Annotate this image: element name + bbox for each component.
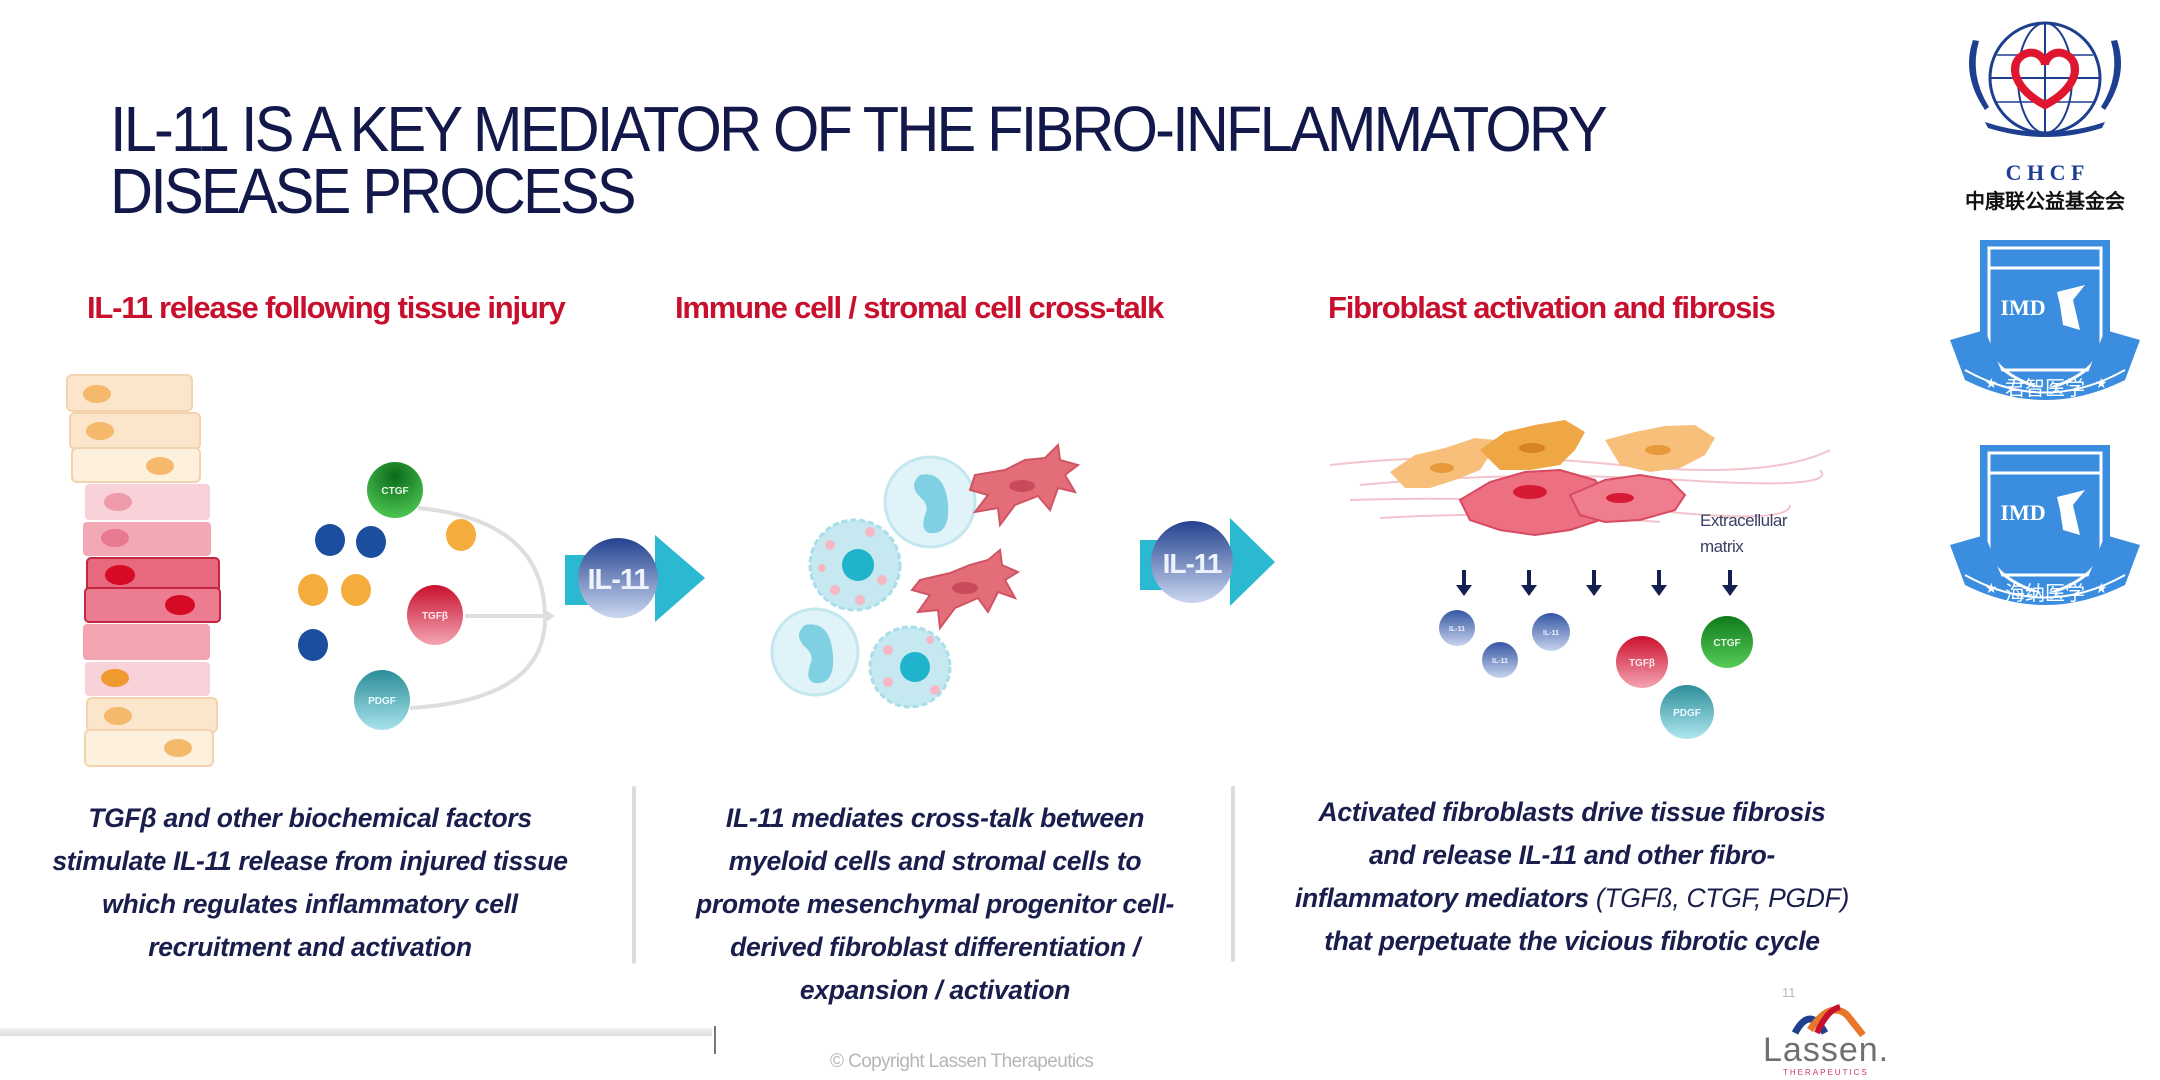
tgfb-molecule: TGFβ bbox=[407, 585, 463, 645]
tissue-column bbox=[66, 374, 221, 767]
svg-text:IL-11: IL-11 bbox=[1492, 658, 1508, 665]
ctgf-molecule: CTGF bbox=[1701, 616, 1753, 668]
svg-text:PDGF: PDGF bbox=[368, 696, 396, 707]
svg-text:★: ★ bbox=[2095, 580, 2108, 596]
svg-text:IMD: IMD bbox=[2000, 295, 2045, 320]
copyright-text: © Copyright Lassen Therapeutics bbox=[830, 1051, 1094, 1072]
il11-arrow: IL-11 bbox=[565, 535, 705, 622]
tgfb-molecule: TGFβ bbox=[1616, 636, 1668, 688]
stromal-cell bbox=[910, 548, 1021, 631]
svg-text:★: ★ bbox=[1985, 375, 1998, 391]
svg-text:TGFβ: TGFβ bbox=[1629, 658, 1655, 669]
svg-text:Lassen.: Lassen. bbox=[1763, 1031, 1889, 1069]
fibroblast-activated-red bbox=[1458, 468, 1687, 537]
cross-talk-illustration: IL-11 bbox=[770, 442, 1275, 709]
svg-text:IL-11: IL-11 bbox=[1543, 630, 1559, 637]
svg-text:PDGF: PDGF bbox=[1673, 708, 1701, 719]
svg-text:IL-11: IL-11 bbox=[1163, 548, 1222, 579]
small-molecules bbox=[298, 519, 476, 661]
svg-text:中康联公益基金会: 中康联公益基金会 bbox=[1965, 189, 2125, 213]
svg-text:IL-11: IL-11 bbox=[1449, 626, 1465, 633]
footer-tick bbox=[714, 1026, 716, 1054]
heading-tissue-injury: IL-11 release following tissue injury bbox=[87, 290, 566, 325]
svg-text:海纳医学: 海纳医学 bbox=[2005, 582, 2085, 605]
svg-text:★: ★ bbox=[2095, 375, 2108, 391]
pdgf-molecule: PDGF bbox=[1660, 685, 1714, 739]
title-line-2: DISEASE PROCESS bbox=[110, 155, 637, 227]
title-line-1: IL-11 IS A KEY MEDIATOR OF THE FIBRO-INF… bbox=[110, 93, 1608, 165]
svg-text:THERAPEUTICS: THERAPEUTICS bbox=[1783, 1068, 1869, 1077]
slide-title: IL-11 IS A KEY MEDIATOR OF THE FIBRO-INF… bbox=[110, 93, 1608, 227]
svg-text:CTGF: CTGF bbox=[1713, 638, 1740, 649]
svg-text:CTGF: CTGF bbox=[381, 486, 408, 497]
caption-cross-talk: IL-11 mediates cross-talk between myeloi… bbox=[695, 803, 1175, 1005]
heading-cross-talk: Immune cell / stromal cell cross-talk bbox=[675, 290, 1164, 325]
stromal-cell bbox=[968, 442, 1081, 528]
granulocyte bbox=[868, 625, 952, 709]
column-divider bbox=[632, 786, 636, 964]
il11-arrow: IL-11 bbox=[1140, 518, 1275, 606]
page-number: 11 bbox=[1782, 985, 1796, 1000]
column-divider bbox=[1231, 786, 1235, 962]
svg-text:IL-11: IL-11 bbox=[587, 564, 649, 596]
chcf-logo: C H C F 中康联公益基金会 bbox=[1965, 21, 2125, 213]
caption-tissue-injury: TGFβ and other biochemical factors stimu… bbox=[52, 803, 568, 962]
lassen-logo: Lassen. THERAPEUTICS bbox=[1763, 1004, 1889, 1077]
svg-text:★: ★ bbox=[1985, 580, 1998, 596]
tissue-injury-illustration: CTGF TGFβ PDGF IL-11 bbox=[66, 374, 705, 767]
heading-fibroblast-activation: Fibroblast activation and fibrosis bbox=[1328, 290, 1776, 325]
footer-bar bbox=[0, 1028, 712, 1036]
myeloid-cell bbox=[770, 607, 860, 697]
granulocyte bbox=[808, 518, 902, 612]
extracellular-matrix-label: Extracellular matrix bbox=[1700, 511, 1788, 556]
fibroblast-illustration: IL-11 IL-11 IL-11 TGFβ CTGF PDGF bbox=[1329, 420, 1831, 739]
fibroblast-orange bbox=[1390, 420, 1715, 488]
svg-text:C H C F: C H C F bbox=[2006, 160, 2085, 185]
myeloid-cell bbox=[883, 455, 977, 549]
svg-text:君智医学: 君智医学 bbox=[2005, 377, 2085, 400]
svg-text:IMD: IMD bbox=[2000, 500, 2045, 525]
down-arrows bbox=[1456, 570, 1738, 596]
ctgf-molecule: CTGF bbox=[367, 462, 423, 518]
imd-haina-logo: IMD 海纳医学 ★ ★ bbox=[1950, 445, 2140, 605]
imd-junzhi-logo: IMD 君智医学 ★ ★ bbox=[1950, 240, 2140, 400]
il11-molecule: IL-11 bbox=[1532, 613, 1570, 651]
il11-molecule: IL-11 bbox=[1439, 610, 1475, 646]
pdgf-molecule: PDGF bbox=[354, 670, 410, 730]
il11-molecule: IL-11 bbox=[1482, 642, 1518, 678]
caption-fibroblast-activation: Activated fibroblasts drive tissue fibro… bbox=[1294, 797, 1850, 956]
svg-text:TGFβ: TGFβ bbox=[422, 611, 448, 622]
